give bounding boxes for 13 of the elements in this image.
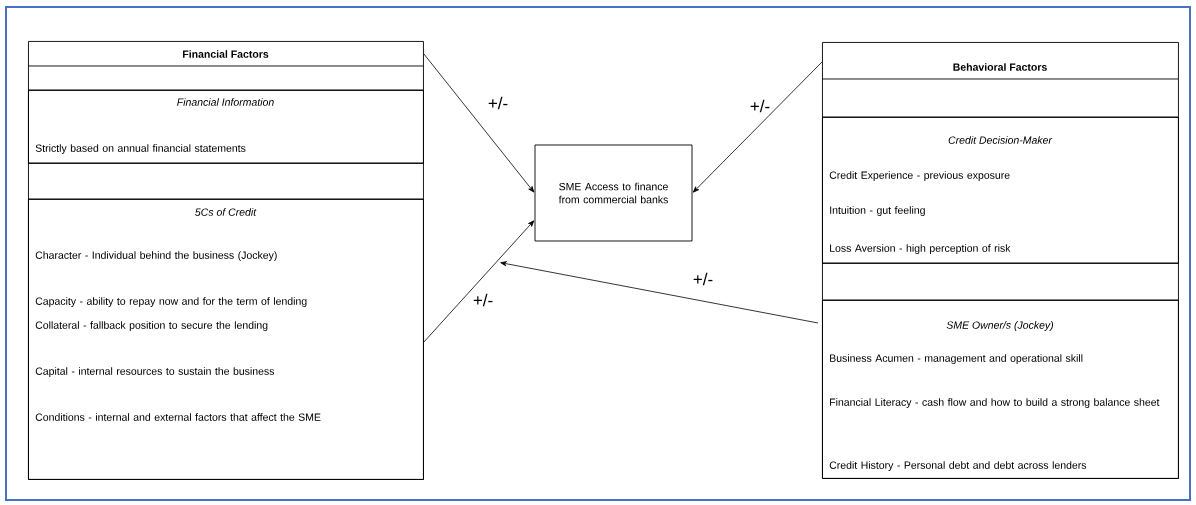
edge-label: +/- — [750, 99, 770, 113]
arrow — [500, 261, 819, 324]
section-box: SME Owner/s (Jockey) Business Acumen - management and operational skill Financial Literacy - cash flow and how to build a strong balance sheet Credit History - Personal debt and debt across lenders — [822, 300, 1179, 479]
edge-label: +/- — [488, 96, 508, 110]
section-box: Financial Information Strictly based on annual financial statements — [28, 90, 424, 164]
outcome-box: SME Access to finance from commercial banks — [534, 144, 693, 242]
edge-label: +/- — [693, 272, 713, 286]
arrow — [423, 53, 535, 193]
section-box: 5Cs of Credit Character - Individual behind the business (Jockey) Capacity - ability to repay now and for the term of lending Collateral - fallback position to secure the lending Capital - internal resources to sustain the business Conditions - internal and external factors that affect the SME — [28, 199, 424, 480]
section-box: Credit Decision-Maker Credit Experience - previous exposure Intuition - gut feeling Loss Aversion - high perception of risk — [822, 117, 1179, 264]
arrow — [423, 220, 535, 343]
edge-label: +/- — [473, 293, 493, 307]
arrow — [692, 61, 823, 193]
